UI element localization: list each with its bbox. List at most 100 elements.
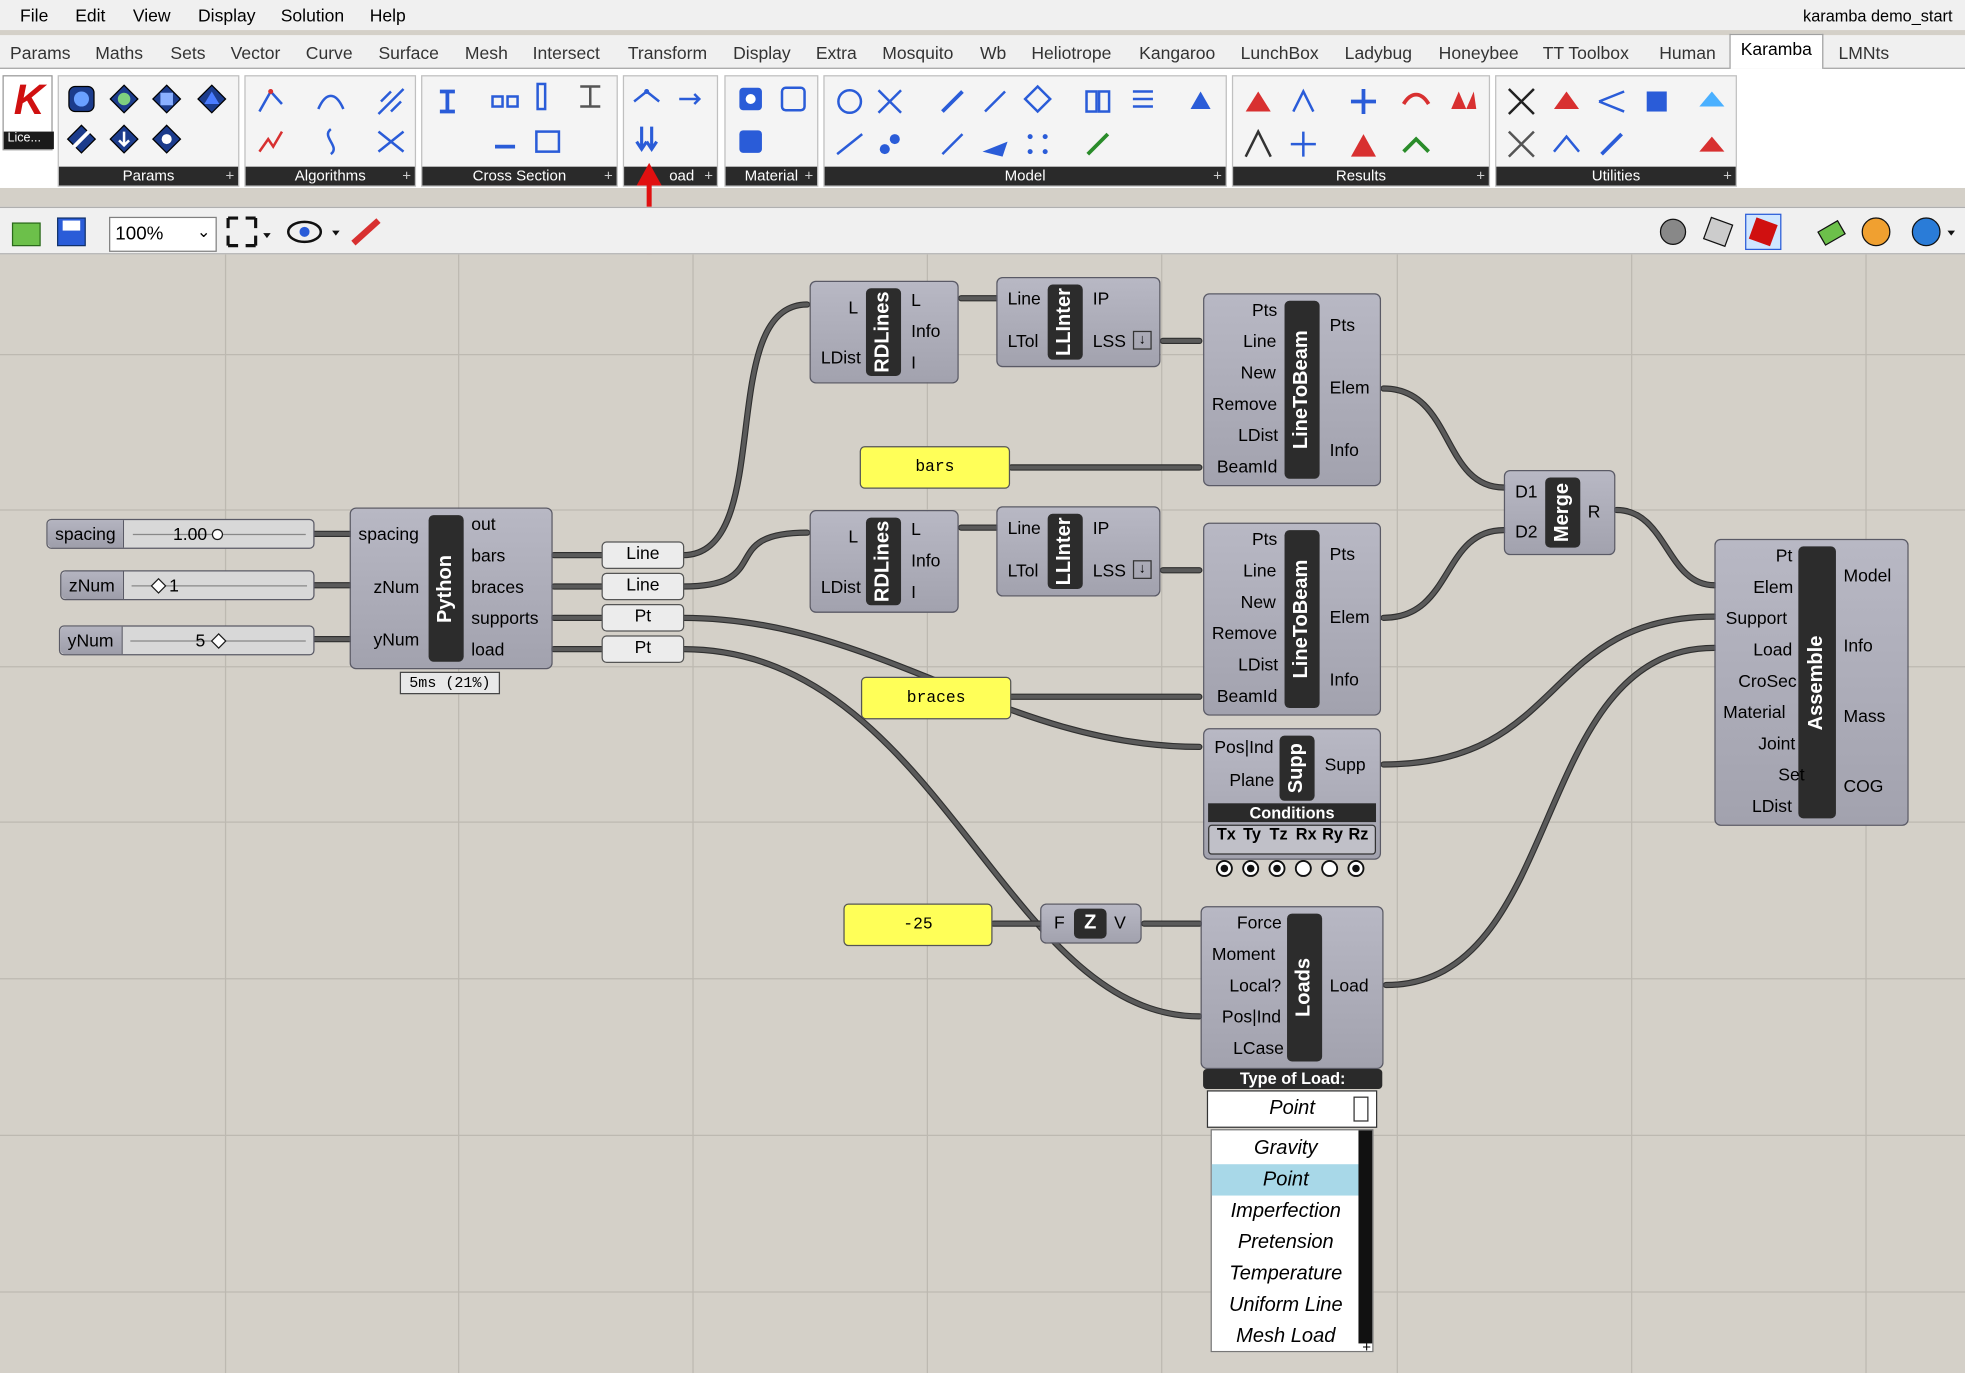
linetobeam-component-bottom[interactable]: LineToBeam Pts Line New Remove LDist Bea… [1203, 522, 1382, 716]
output-info[interactable]: Info [1329, 439, 1359, 460]
input-beamid[interactable]: BeamId [1216, 685, 1278, 706]
dof-radio-ry[interactable] [1321, 860, 1339, 877]
line-param-bars[interactable]: Line [601, 541, 685, 569]
load-option-imperfection[interactable]: Imperfection [1230, 1200, 1341, 1222]
support-component[interactable]: Supp Pos|Ind Plane Supp Conditions Tx Ty… [1203, 728, 1382, 860]
load-option-gravity[interactable]: Gravity [1254, 1137, 1318, 1160]
loads-component[interactable]: Loads Force Moment Local? Pos|Ind LCase … [1200, 906, 1384, 1069]
output-load[interactable]: load [471, 639, 505, 660]
input-pos-ind[interactable]: Pos|Ind [1221, 1006, 1282, 1027]
preview-shaded-icon[interactable] [1702, 216, 1735, 249]
menu-edit[interactable]: Edit [75, 5, 106, 26]
beam-view-icon[interactable] [1401, 86, 1431, 116]
eigenmodes-icon[interactable] [316, 86, 346, 116]
output-v[interactable]: V [1114, 912, 1126, 933]
output-info[interactable]: Info [1329, 669, 1359, 690]
output-info[interactable]: Info [1843, 635, 1873, 656]
dof-radio-rx[interactable] [1294, 860, 1312, 877]
load-option-temperature[interactable]: Temperature [1229, 1263, 1343, 1285]
output-info[interactable]: Info [911, 550, 941, 571]
tab-extra[interactable]: Extra [815, 42, 857, 63]
output-lss[interactable]: LSS [1092, 330, 1126, 351]
model-param-icon[interactable] [66, 84, 96, 114]
input-new[interactable]: New [1240, 591, 1276, 612]
input-ltol[interactable]: LTol [1007, 330, 1039, 351]
output-ip[interactable]: IP [1092, 288, 1110, 309]
rdlines-component-bottom[interactable]: RDLines L LDist L Info I [809, 510, 959, 613]
material-selection-icon[interactable] [778, 84, 808, 114]
beam-param-icon[interactable] [109, 84, 139, 114]
material-properties-icon[interactable] [736, 84, 766, 114]
load-option-point[interactable]: Point [1211, 1164, 1360, 1196]
tab-intersect[interactable]: Intersect [532, 42, 600, 63]
buckling-icon[interactable] [316, 127, 346, 157]
large-deform-icon[interactable] [376, 86, 406, 116]
slider-grip[interactable] [150, 577, 167, 594]
tab-mosquito[interactable]: Mosquito [882, 42, 954, 63]
support-param-icon[interactable] [197, 84, 227, 114]
tab-params[interactable]: Params [10, 42, 71, 63]
input-f[interactable]: F [1053, 912, 1065, 933]
input-joint[interactable]: Joint [1758, 733, 1796, 754]
make-beam-set-icon[interactable] [1128, 84, 1158, 114]
input-elem[interactable]: Elem [1753, 576, 1794, 597]
beam-displacements-icon[interactable] [1401, 129, 1431, 159]
karamba-license-button[interactable]: K Lice... [2, 75, 54, 151]
assemble-component[interactable]: Assemble Pt Elem Support Load CroSec Mat… [1714, 538, 1909, 826]
tab-lunchbox[interactable]: LunchBox [1240, 42, 1319, 63]
tab-lmnts[interactable]: LMNts [1838, 42, 1890, 63]
tab-kangaroo[interactable]: Kangaroo [1139, 42, 1216, 63]
cs-range-icon[interactable] [533, 81, 563, 111]
output-braces[interactable]: braces [471, 576, 524, 597]
output-l[interactable]: L [911, 518, 921, 539]
element-felting-icon[interactable] [1642, 86, 1672, 116]
input-pt[interactable]: Pt [1775, 545, 1793, 566]
assemble-icon[interactable] [835, 86, 865, 116]
dot-grid-icon[interactable] [1023, 129, 1053, 159]
modify-element-icon[interactable] [937, 129, 967, 159]
output-i[interactable]: I [911, 352, 916, 373]
output-load[interactable]: Load [1329, 974, 1369, 996]
tab-human[interactable]: Human [1659, 42, 1716, 63]
principal-stress-icon[interactable] [1288, 129, 1318, 159]
flatten-arrow-icon[interactable]: ↓ [1132, 560, 1152, 579]
display-mode-sphere-icon[interactable] [1910, 216, 1960, 249]
output-elem[interactable]: Elem [1329, 377, 1370, 398]
bake-icon[interactable] [1815, 216, 1848, 249]
grasshopper-canvas[interactable]: spacing 1.00 zNum 1 yNum 5 Python spacin… [0, 254, 1965, 1373]
mesh-breps-icon[interactable] [1551, 86, 1581, 116]
input-spacing[interactable]: spacing [358, 523, 419, 544]
output-out[interactable]: out [471, 513, 496, 534]
input-ldist[interactable]: LDist [820, 347, 861, 368]
rdlines-component-top[interactable]: RDLines L LDist L Info I [809, 280, 959, 384]
input-d1[interactable]: D1 [1515, 481, 1538, 502]
input-beamid[interactable]: BeamId [1216, 456, 1278, 477]
output-elem[interactable]: Elem [1329, 606, 1370, 627]
dropdown-resize-plus[interactable]: + [1362, 1338, 1372, 1356]
tab-sets[interactable]: Sets [170, 42, 206, 63]
input-ldist[interactable]: LDist [820, 576, 861, 597]
load-option-uniform-line[interactable]: Uniform Line [1228, 1294, 1343, 1316]
tab-surface[interactable]: Surface [378, 42, 439, 63]
eccentricity-icon[interactable] [1083, 129, 1113, 159]
input-pts[interactable]: Pts [1251, 299, 1278, 320]
tab-display[interactable]: Display [733, 42, 791, 63]
menu-display[interactable]: Display [198, 5, 256, 26]
input-line[interactable]: Line [1243, 560, 1277, 581]
read-material-table-icon[interactable] [736, 127, 766, 157]
line-param-braces[interactable]: Line [601, 572, 685, 601]
tab-curve[interactable]: Curve [305, 42, 353, 63]
line-to-beam-icon[interactable] [937, 86, 967, 116]
select-toggle-box[interactable] [1353, 1096, 1369, 1122]
sketch-pen-icon[interactable] [348, 216, 386, 249]
load-option-mesh-load[interactable]: Mesh Load [1236, 1325, 1336, 1348]
input-remove[interactable]: Remove [1211, 622, 1278, 643]
support-icon[interactable] [1186, 86, 1216, 116]
pt-param-supports[interactable]: Pt [601, 604, 685, 632]
menu-solution[interactable]: Solution [280, 5, 345, 26]
tab-wb[interactable]: Wb [980, 42, 1007, 63]
beam-cs-icon[interactable] [490, 86, 520, 116]
input-set[interactable]: Set [1778, 764, 1805, 785]
shell-view-icon[interactable] [1449, 84, 1479, 114]
utilization-icon[interactable] [1348, 129, 1378, 159]
